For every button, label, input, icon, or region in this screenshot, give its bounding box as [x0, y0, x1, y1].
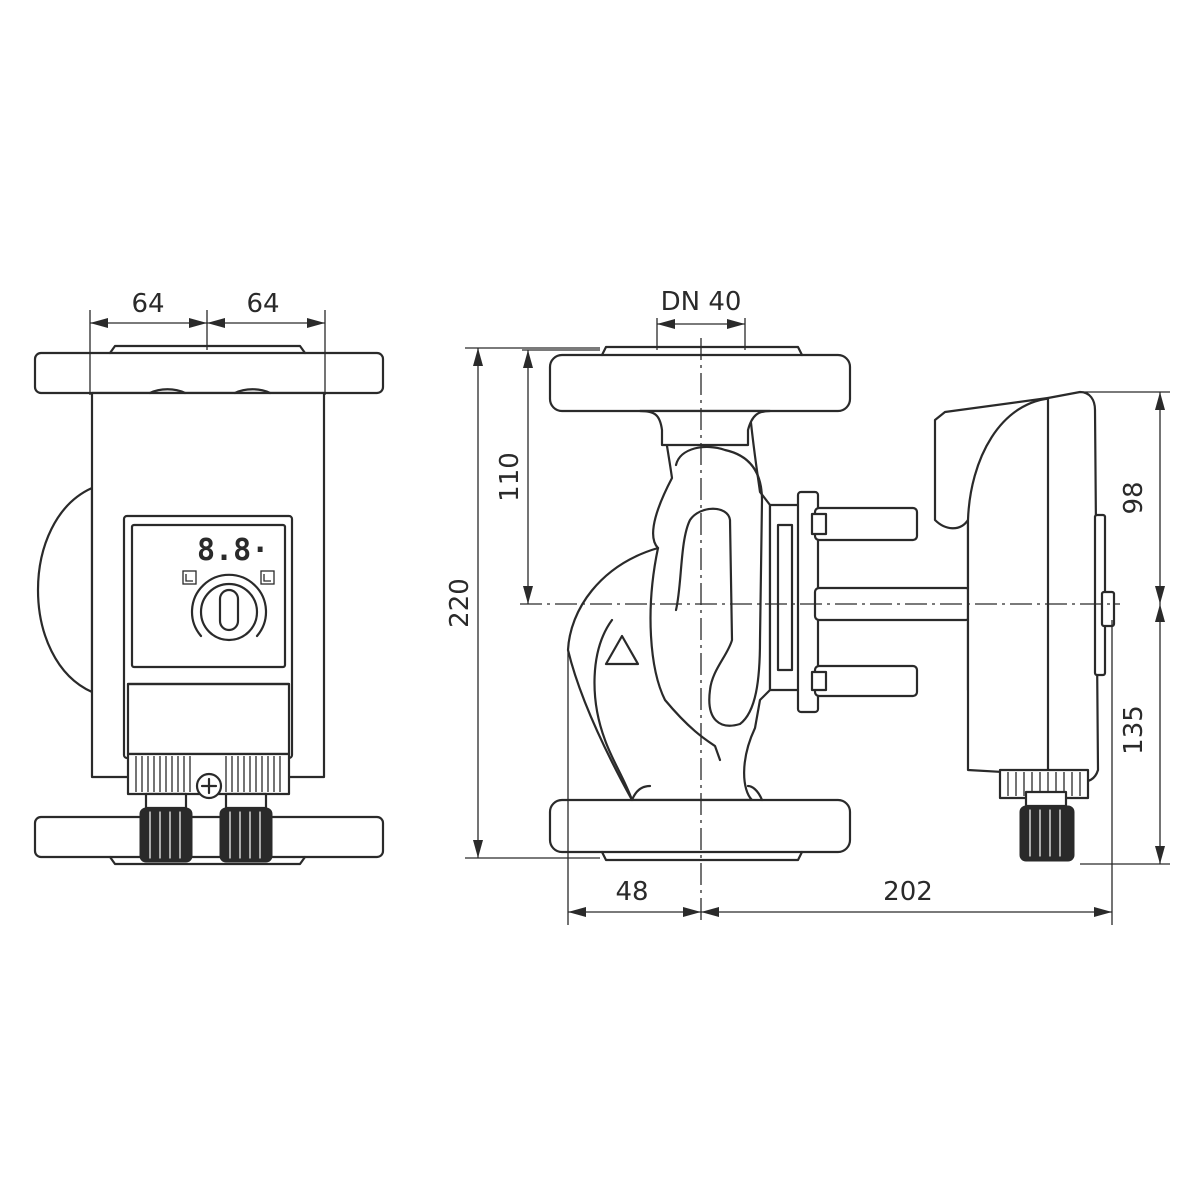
front-top-flange — [33, 351, 385, 395]
side-view: DN 40 110 220 98 — [445, 287, 1170, 925]
cable-gland-right — [219, 807, 273, 863]
bolt-upper — [813, 506, 919, 542]
dim-220-label: 220 — [445, 578, 475, 628]
side-cable-gland — [1019, 805, 1075, 862]
bolt-lower — [813, 664, 919, 698]
pump-leg-curve — [593, 618, 634, 802]
control-knob-scale-arc — [190, 573, 268, 638]
dim-nominal-size: DN 40 — [656, 287, 746, 350]
side-bottom-flange — [548, 798, 852, 854]
mode-indicator-left-icon — [182, 570, 197, 585]
dim-48-label: 48 — [615, 877, 648, 907]
front-housing-arc — [36, 486, 94, 694]
pump-volute-inner — [674, 445, 764, 727]
side-cable-gland-nut — [1024, 790, 1068, 808]
front-body-neck-top — [148, 388, 272, 395]
dim-flange-to-axis: 110 — [495, 349, 600, 604]
pump-volute-lower — [649, 546, 722, 762]
dim-axis-to-bottom: 135 — [1080, 604, 1170, 865]
dim-202-label: 202 — [883, 877, 933, 907]
rib-lines — [135, 756, 281, 792]
side-top-flange — [548, 353, 852, 413]
cable-gland-left — [139, 807, 193, 863]
dim-135-label: 135 — [1119, 705, 1149, 755]
cable-gland-right-nut — [224, 792, 268, 810]
front-view: 8.8· — [33, 289, 385, 866]
front-width-dimensions: 64 64 — [89, 289, 326, 395]
dim-98-label: 98 — [1119, 481, 1149, 514]
motor-housing-front — [966, 396, 1057, 777]
module-connector — [1100, 590, 1116, 628]
terminal-box — [126, 682, 291, 756]
control-knob-grip — [218, 588, 240, 632]
electronics-module — [1046, 390, 1100, 784]
flow-direction-arrow-icon — [604, 634, 640, 666]
pump-casing-outline — [566, 390, 772, 802]
dim-nominal-size-label: DN 40 — [661, 287, 742, 317]
cable-gland-left-nut — [144, 792, 188, 810]
dim-110-label: 110 — [495, 452, 525, 502]
dim-axis-to-top-module: 98 — [1080, 391, 1170, 604]
dim-overall-height: 220 — [445, 347, 600, 859]
dim-front-right-label: 64 — [246, 289, 279, 319]
dim-horizontal: 48 202 — [567, 620, 1113, 925]
mode-indicator-right-icon — [260, 570, 275, 585]
front-bottom-flange — [33, 815, 385, 859]
dim-front-left-label: 64 — [131, 289, 164, 319]
front-bottom-flange-lip — [108, 855, 307, 866]
display-readout: 8.8· — [197, 533, 269, 568]
